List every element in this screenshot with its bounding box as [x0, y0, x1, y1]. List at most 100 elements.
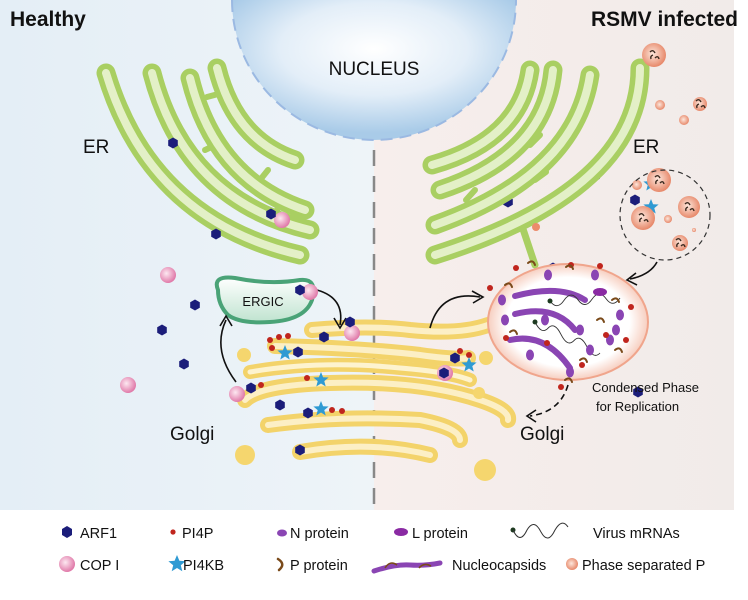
svg-text:Virus mRNAs: Virus mRNAs: [593, 526, 680, 542]
er-right-label: ER: [633, 137, 659, 158]
droplet-rna: [654, 175, 665, 185]
pi4kb-star-icon: [277, 345, 293, 360]
arf1-hexagon-icon: [303, 407, 313, 419]
golgi-vesicles: [235, 348, 496, 481]
er-exit-marker: [532, 223, 540, 231]
arf1-hexagon-icon: [275, 399, 285, 411]
pi4p-dot-icon: [558, 384, 564, 390]
l-protein-oval-icon: [394, 528, 408, 536]
p-protein: [565, 264, 574, 270]
svg-text:P protein: P protein: [290, 558, 348, 574]
arf1-hexagon-icon: [319, 331, 329, 343]
phase-separated-droplet: [693, 97, 707, 111]
pi4p-dot-icon: [628, 304, 634, 310]
pi4kb-star-icon: [168, 555, 186, 572]
svg-text:PI4KB: PI4KB: [183, 558, 224, 574]
svg-text:ARF1: ARF1: [80, 526, 117, 542]
p-protein: [509, 329, 518, 335]
legend-item-n-protein: N protein: [277, 526, 349, 542]
ergic: [214, 275, 316, 325]
pi4p-dot-icon: [623, 337, 629, 343]
n-protein: [576, 324, 584, 336]
er-right: [422, 58, 650, 269]
phase-separated-droplet: [631, 206, 655, 230]
n-protein: [586, 344, 594, 356]
cop1-spheres: [120, 212, 453, 402]
golgi-left-label: Golgi: [170, 424, 214, 445]
n-protein: [541, 314, 549, 326]
golgi-right-label: Golgi: [520, 424, 564, 445]
droplet-rna: [684, 202, 695, 212]
p-protein: [504, 282, 513, 288]
droplet-cluster-boundary: [619, 169, 711, 261]
pi4p-dot-icon: [339, 408, 345, 414]
l-protein: [593, 288, 607, 296]
phase-separated-droplet: [642, 43, 666, 67]
phase-separated-droplet: [678, 196, 700, 218]
pi4kb-star-icon: [313, 372, 329, 387]
mrna-cap: [532, 319, 538, 325]
n-protein: [612, 324, 620, 336]
pi4p-dot-icon: [466, 352, 472, 358]
arf1-hexagon-icon: [190, 299, 200, 311]
legend-item-l-protein: L protein: [394, 526, 468, 542]
legend-item-cop1: COP I: [59, 556, 119, 574]
condensed-label-line2: for Replication: [596, 399, 679, 414]
pi4p-dot-icon: [487, 285, 493, 291]
p-protein: [611, 297, 620, 303]
arf1-hexagon-icon: [293, 346, 303, 358]
pi4p-dot-icon: [267, 337, 273, 343]
nucleocapsid-chain-icon: [371, 560, 443, 574]
pi4p-dot-icon: [579, 362, 585, 368]
droplet-rna: [695, 99, 706, 109]
svg-text:Phase separated P: Phase separated P: [582, 558, 705, 574]
arf1-hexagon-icon: [168, 137, 178, 149]
p-protein: [527, 260, 536, 266]
arf1-hexagon-icon: [62, 526, 72, 538]
p-protein: [596, 317, 605, 323]
legend-item-arf1: ARF1: [62, 526, 117, 542]
phase-separated-p-droplet-icon: [566, 558, 578, 570]
svg-text:Nucleocapsids: Nucleocapsids: [452, 558, 546, 574]
arf1-hexagon-icon: [295, 284, 305, 296]
arf1-hexagon-icon: [345, 316, 355, 328]
phase-separated-droplet: [647, 168, 671, 192]
droplet-rna: [638, 213, 649, 223]
healthy-title: Healthy: [10, 8, 86, 31]
n-protein: [544, 269, 552, 281]
svg-text:N protein: N protein: [290, 526, 349, 542]
phase-separated-droplet: [664, 215, 672, 223]
pi4p-dot-icon: [503, 335, 509, 341]
virus-mrna-wave-icon: [510, 522, 569, 539]
pi4p-dot-icon: [304, 375, 310, 381]
nucleus-label: NUCLEUS: [329, 59, 420, 80]
n-protein: [591, 269, 599, 281]
arf1-hexagon-icon: [450, 352, 460, 364]
cop1-sphere-icon: [59, 556, 75, 572]
n-protein: [606, 334, 614, 346]
arf1-hexagon-icon: [266, 208, 276, 220]
er-left-label: ER: [83, 137, 109, 158]
phase-separated-droplet: [692, 228, 696, 232]
arf1-hexagon-icon: [633, 386, 643, 398]
pi4kb-star-icon: [643, 199, 659, 214]
phase-separated-droplet: [679, 115, 689, 125]
n-protein: [498, 294, 506, 306]
transport-arrows-right: [429, 261, 658, 423]
virus-mrna: [549, 293, 621, 307]
pi4p-dot-icon: [276, 334, 282, 340]
svg-text:PI4P: PI4P: [182, 526, 213, 542]
droplet-rna: [649, 50, 660, 60]
legend-item-nucleocapsids: Nucleocapsids: [371, 558, 546, 574]
n-protein: [566, 366, 574, 378]
n-protein-oval-icon: [277, 529, 287, 537]
nucleocapsid: [512, 287, 588, 303]
legend: ARF1 PI4P N protein L protein Virus mRNA…: [0, 510, 748, 600]
svg-text:L protein: L protein: [412, 526, 468, 542]
nucleocapsid: [507, 335, 573, 371]
legend-item-p-protein: P protein: [276, 557, 348, 574]
infected-title: RSMV infected: [591, 8, 738, 31]
er-left: [96, 58, 320, 265]
n-protein: [526, 349, 534, 361]
